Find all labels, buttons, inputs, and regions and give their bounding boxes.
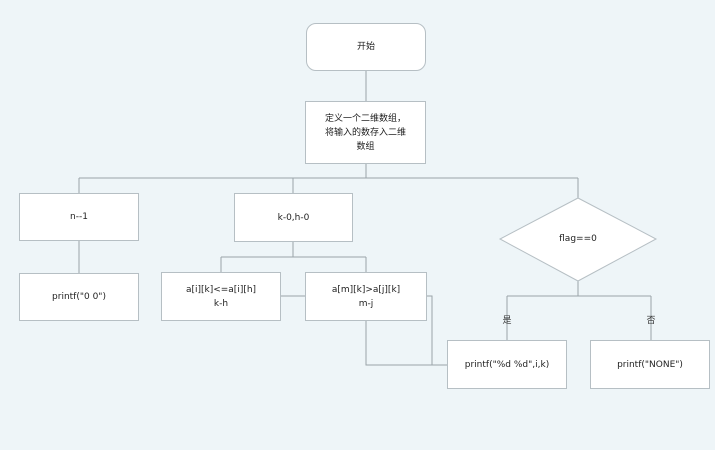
kh-init-node: k-0,h-0 bbox=[234, 193, 353, 242]
define-array-node: 定义一个二维数组， 将输入的数存入二维 数组 bbox=[305, 101, 426, 164]
yes-branch-label: 是 bbox=[502, 316, 512, 326]
printf-zero-node: printf("0 0") bbox=[19, 273, 139, 321]
start-node: 开始 bbox=[306, 23, 426, 71]
flag-check-label: flag==0 bbox=[559, 234, 597, 244]
printf-result-node: printf("%d %d",i,k) bbox=[447, 340, 567, 389]
n-decrement-node: n--1 bbox=[19, 193, 139, 241]
no-branch-label: 否 bbox=[646, 316, 656, 326]
printf-none-node: printf("NONE") bbox=[590, 340, 710, 389]
connector-max-side bbox=[427, 295, 433, 365]
cond-min-node: a[i][k]<=a[i][h] k-h bbox=[161, 272, 281, 321]
flag-decision-diamond bbox=[498, 197, 658, 282]
cond-max-node: a[m][k]>a[j][k] m-j bbox=[305, 272, 427, 321]
connector-max-result bbox=[365, 321, 447, 366]
